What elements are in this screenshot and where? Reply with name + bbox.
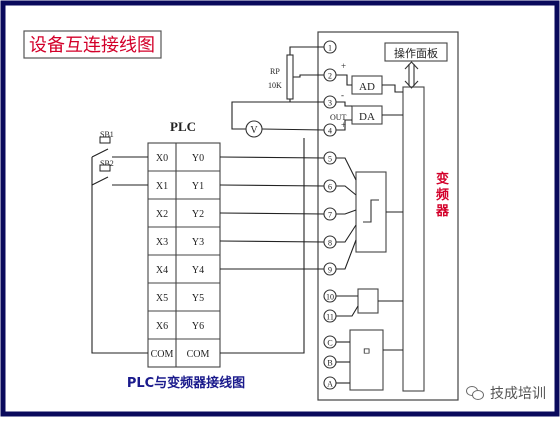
terminal-9: [323, 289, 337, 303]
panel-arrow: [404, 61, 419, 89]
step-symbol: [363, 199, 379, 223]
plc-input-0: X0: [156, 153, 168, 164]
switch-contact-0: [91, 148, 109, 158]
plc-input-5: X5: [156, 293, 168, 304]
watermark-text: 技成培训: [490, 386, 546, 402]
inverter-label: 变 频 器: [435, 171, 454, 219]
input-common-wire: [91, 157, 148, 354]
fault-relay-coil-icon: ㅁ: [362, 347, 371, 358]
terminal-label-10: 11: [326, 313, 334, 322]
terminal-label-7: 8: [328, 239, 332, 248]
relay-output-box: [357, 288, 379, 314]
terminal-0: [323, 40, 337, 54]
pot-label: RP: [270, 67, 280, 76]
terminal-label-6: 7: [328, 211, 332, 220]
terminal-11: [323, 335, 337, 349]
terminal-label-11: C: [327, 339, 332, 348]
title-box: [23, 30, 162, 59]
da-label: DA: [359, 111, 375, 123]
terminal-label-4: 5: [328, 155, 332, 164]
fault-relay-box: [349, 329, 384, 391]
plc-input-7: COM: [151, 349, 174, 360]
terminal-2: [323, 95, 337, 109]
plc-output-5: Y5: [192, 293, 204, 304]
wechat-logo-icon: [466, 386, 484, 400]
terminal-3: [323, 123, 337, 137]
terminal-4: [323, 151, 337, 165]
terminal-6: [323, 207, 337, 221]
voltmeter-label: V: [250, 125, 258, 136]
terminal-label-8: 9: [328, 266, 332, 275]
terminal-label-0: 1: [328, 44, 332, 53]
terminal-label-3: 4: [328, 127, 332, 136]
diagram-caption: PLC与变频器接线图: [127, 375, 245, 391]
mark-minus-3: -: [341, 90, 344, 100]
terminal-13: [323, 376, 337, 390]
inverter-terminals: 1 2 3 4 5 6 7 8 9 10 11C B A: [323, 40, 337, 390]
plc-output-4: Y4: [192, 265, 204, 276]
plc-input-1: X1: [156, 181, 168, 192]
out-label: OUT: [330, 113, 347, 122]
plc-input-2: X2: [156, 209, 168, 220]
voltmeter-icon: [245, 120, 263, 138]
terminal-5: [323, 179, 337, 193]
plc-label: PLC: [170, 119, 196, 134]
terminal-label-9: 10: [326, 293, 334, 302]
terminal-1: [323, 68, 337, 82]
terminal-12: [323, 355, 337, 369]
mark-plus-2: +: [341, 61, 346, 71]
plc-output-1: Y1: [192, 181, 204, 192]
terminal-label-1: 2: [328, 72, 332, 81]
terminal-7: [323, 235, 337, 249]
plc-output-0: Y0: [192, 153, 204, 164]
terminal-label-13: A: [327, 380, 333, 389]
terminal-label-2: 3: [328, 99, 332, 108]
operation-panel-label: 操作面板: [394, 46, 438, 60]
terminal-label-5: 6: [328, 183, 332, 192]
page-title: 设备互连接线图: [29, 35, 155, 56]
pot-value: 10K: [268, 81, 282, 90]
switch-contact-1: [91, 176, 109, 186]
plc-output-6: Y6: [192, 321, 204, 332]
plc-output-7: COM: [187, 349, 210, 360]
switch-label-sb1: SB1: [100, 130, 114, 139]
operation-panel: [384, 42, 448, 62]
ad-label: AD: [359, 81, 375, 93]
inverter-block: [317, 31, 459, 401]
potentiometer: [286, 54, 294, 100]
plc-input-3: X3: [156, 237, 168, 248]
terminal-10: [323, 309, 337, 323]
terminal-label-12: B: [327, 359, 332, 368]
wires: [219, 46, 403, 384]
internal-bus: [402, 86, 425, 392]
mark-plus-4: +: [341, 120, 346, 130]
plc-input-4: X4: [156, 265, 168, 276]
switch-label-sb2: SB2: [100, 159, 114, 168]
terminal-8: [323, 262, 337, 276]
watermark: 技成培训: [466, 383, 546, 403]
plc-output-3: Y3: [192, 237, 204, 248]
plc-output-2: Y2: [192, 209, 204, 220]
plc-input-6: X6: [156, 321, 168, 332]
